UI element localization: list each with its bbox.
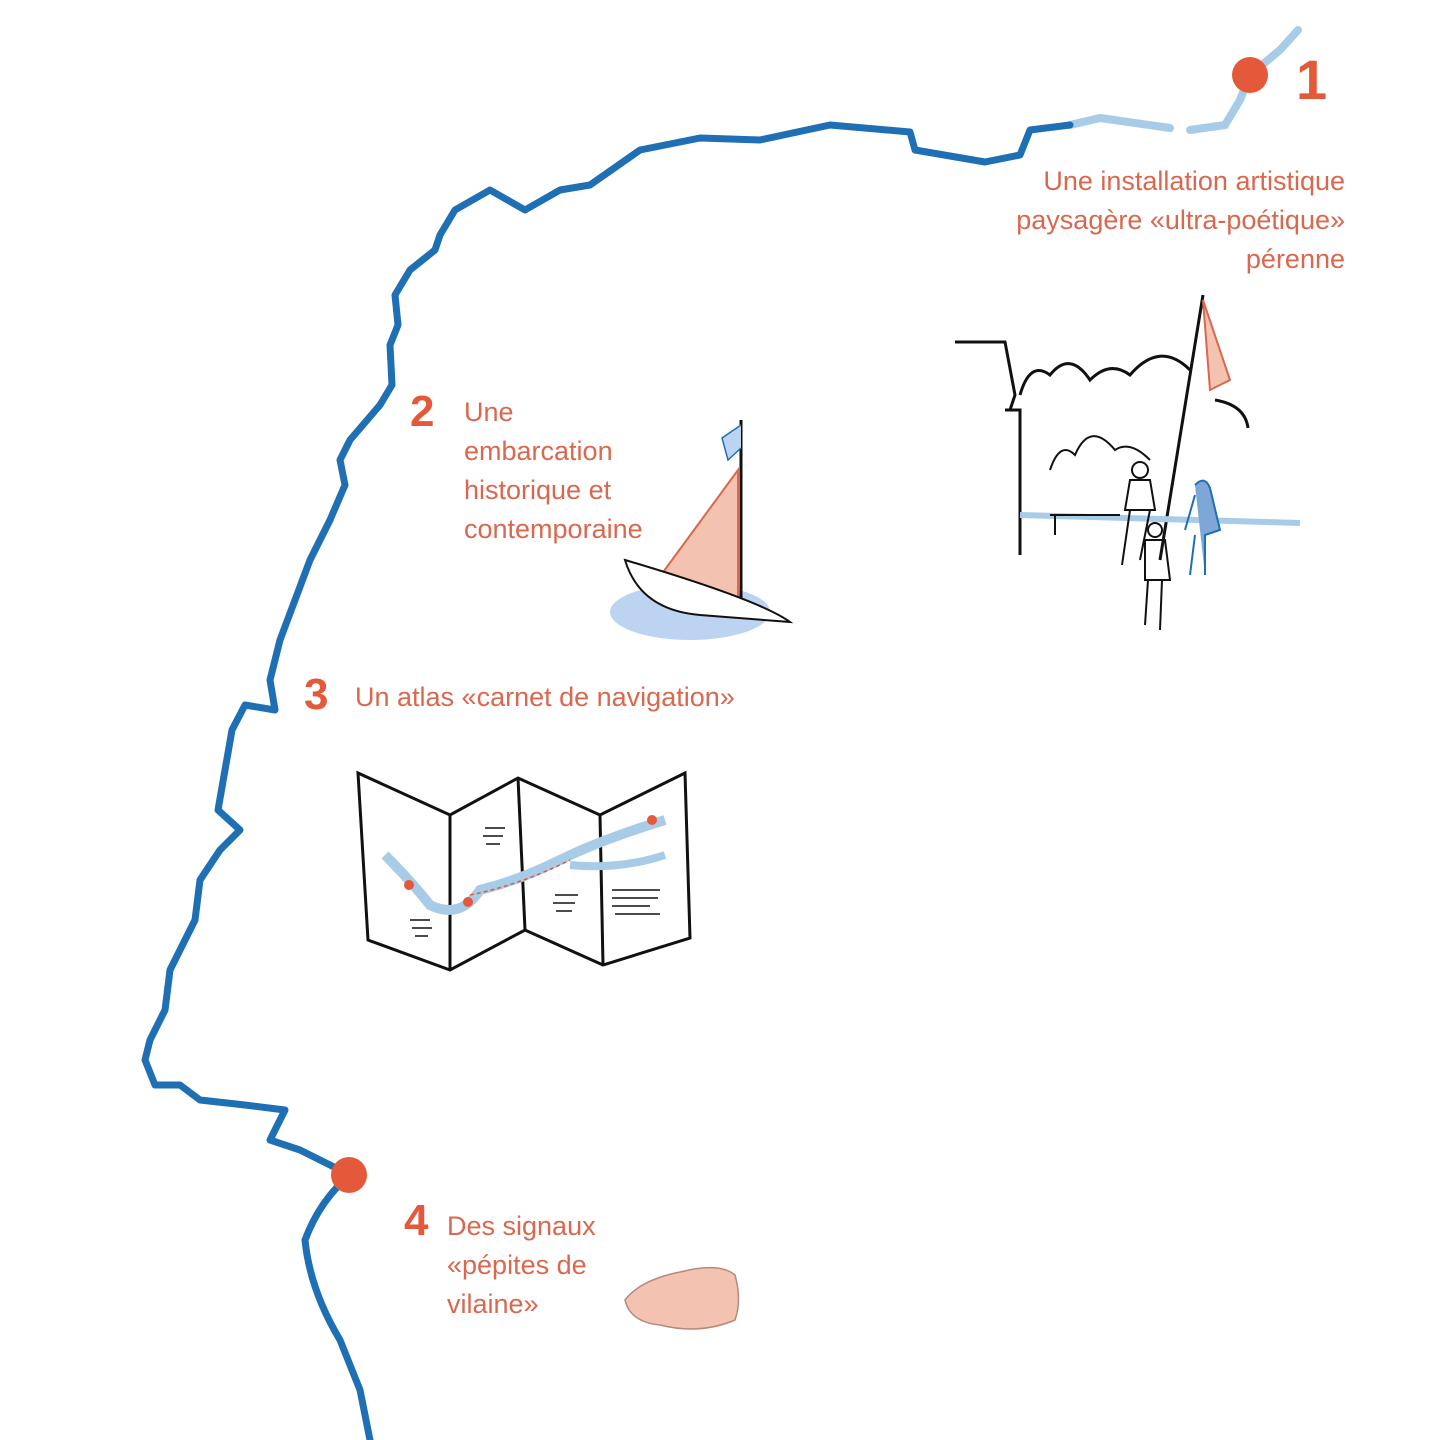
label-line: contemporaine — [464, 514, 643, 544]
label-line: Une installation artistique — [1043, 166, 1345, 196]
label-line: «pépites de — [447, 1250, 587, 1280]
step-3-label: Un atlas «carnet de navigation» — [355, 678, 735, 717]
stone-nugget-icon — [624, 1266, 740, 1330]
label-line: vilaine» — [447, 1289, 539, 1319]
label-line: embarcation — [464, 436, 613, 466]
step-4-label: Des signaux «pépites de vilaine» — [447, 1207, 596, 1324]
label-line: Une — [464, 397, 514, 427]
step-1-label: Une installation artistique paysagère «u… — [1016, 162, 1345, 279]
river-upstream-2 — [1066, 113, 1174, 132]
label-line: pérenne — [1245, 244, 1345, 274]
step-2-number: 2 — [410, 387, 435, 436]
step-3-number: 3 — [304, 670, 329, 719]
marker-4 — [331, 1157, 367, 1193]
label-line: paysagère «ultra-poétique» — [1016, 205, 1345, 235]
marker-1 — [1232, 57, 1268, 93]
step-4-number: 4 — [404, 1196, 429, 1245]
step-1-number: 1 — [1296, 48, 1328, 111]
folded-map-icon — [356, 770, 692, 972]
label-line: Un atlas «carnet de navigation» — [355, 682, 735, 712]
landscape-installation-icon — [955, 294, 1301, 631]
step-2-label: Une embarcation historique et contempora… — [464, 393, 643, 549]
label-line: Des signaux — [447, 1211, 596, 1241]
sailboat-icon — [610, 420, 794, 640]
label-line: historique et — [464, 475, 612, 505]
river-main — [141, 121, 1074, 1440]
